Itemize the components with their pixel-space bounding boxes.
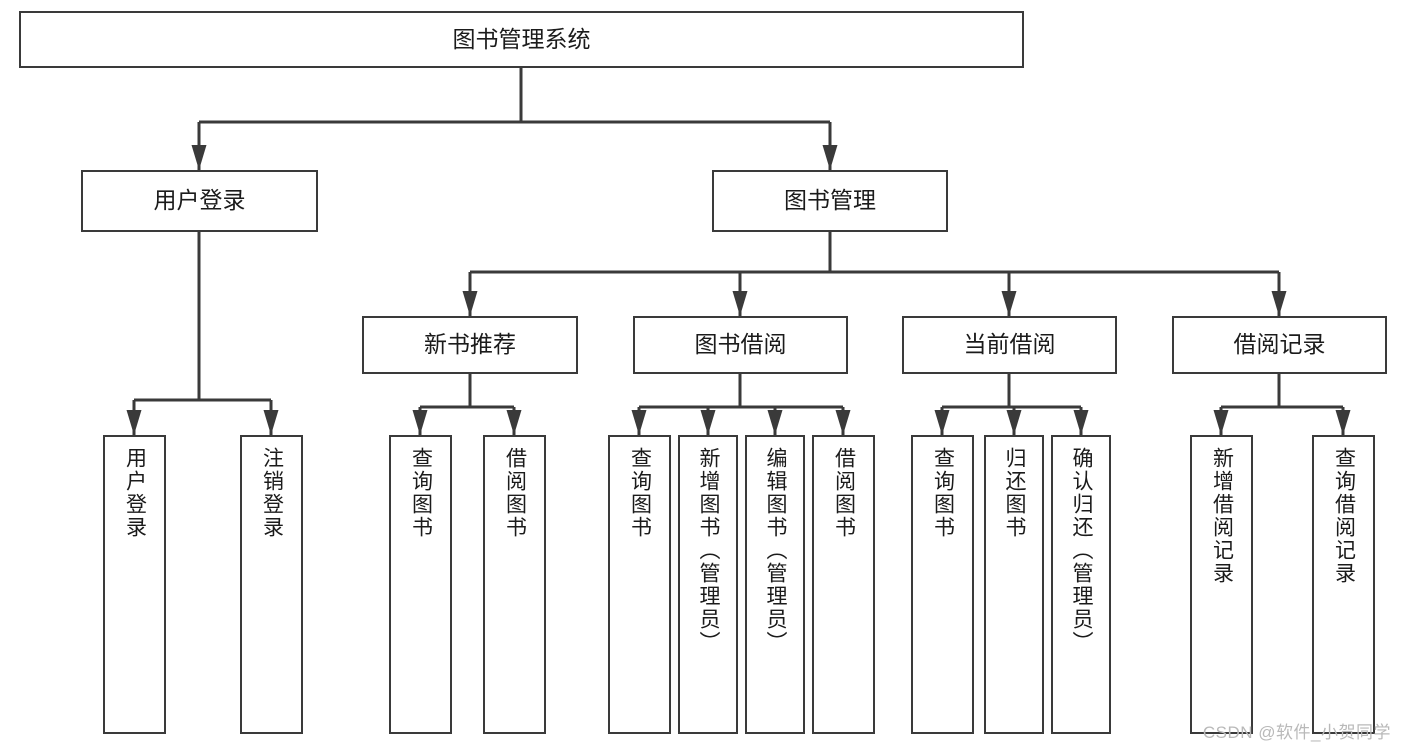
- node-label: 编辑图书（管理员）: [764, 447, 788, 654]
- node-book-borrow[interactable]: 图书借阅: [633, 316, 848, 374]
- node-label: 图书管理: [784, 187, 876, 214]
- node-book-management[interactable]: 图书管理: [712, 170, 948, 232]
- leaf-borrow-books-2[interactable]: 借阅图书: [812, 435, 875, 734]
- node-label: 注销登录: [260, 447, 284, 539]
- node-label: 新增图书（管理员）: [697, 447, 721, 654]
- node-label: 借阅图书: [503, 447, 527, 539]
- leaf-query-books-3[interactable]: 查询图书: [911, 435, 974, 734]
- leaf-return-books[interactable]: 归还图书: [984, 435, 1044, 734]
- leaf-add-borrow-record[interactable]: 新增借阅记录: [1190, 435, 1253, 734]
- leaf-query-books-1[interactable]: 查询图书: [389, 435, 452, 734]
- node-label: 归还图书: [1003, 447, 1027, 539]
- node-label: 新书推荐: [424, 331, 516, 358]
- node-borrow-record[interactable]: 借阅记录: [1172, 316, 1387, 374]
- node-user-login[interactable]: 用户登录: [81, 170, 318, 232]
- node-label: 当前借阅: [963, 331, 1056, 358]
- node-label: 查询图书: [409, 447, 433, 539]
- node-label: 查询图书: [931, 447, 955, 539]
- node-label: 图书借阅: [694, 331, 787, 358]
- node-label: 查询借阅记录: [1332, 447, 1356, 585]
- leaf-query-borrow-record[interactable]: 查询借阅记录: [1312, 435, 1375, 734]
- leaf-borrow-books-1[interactable]: 借阅图书: [483, 435, 546, 734]
- node-label: 新增借阅记录: [1210, 447, 1234, 585]
- node-label: 借阅记录: [1233, 331, 1326, 358]
- node-label: 用户登录: [153, 187, 246, 214]
- node-current-borrow[interactable]: 当前借阅: [902, 316, 1117, 374]
- node-label: 图书管理系统: [452, 25, 591, 52]
- csdn-watermark: CSDN @软件_小贺同学: [1202, 723, 1391, 742]
- leaf-add-book-admin[interactable]: 新增图书（管理员）: [678, 435, 738, 734]
- leaf-user-login[interactable]: 用户登录: [103, 435, 166, 734]
- node-label: 查询图书: [628, 447, 652, 539]
- node-root-system[interactable]: 图书管理系统: [19, 11, 1024, 68]
- leaf-query-books-2[interactable]: 查询图书: [608, 435, 671, 734]
- node-label: 借阅图书: [832, 447, 856, 539]
- leaf-logout[interactable]: 注销登录: [240, 435, 303, 734]
- node-label: 用户登录: [123, 447, 147, 539]
- leaf-edit-book-admin[interactable]: 编辑图书（管理员）: [745, 435, 805, 734]
- node-new-book-recommend[interactable]: 新书推荐: [362, 316, 578, 374]
- leaf-confirm-return-admin[interactable]: 确认归还（管理员）: [1051, 435, 1111, 734]
- node-label: 确认归还（管理员）: [1070, 447, 1094, 654]
